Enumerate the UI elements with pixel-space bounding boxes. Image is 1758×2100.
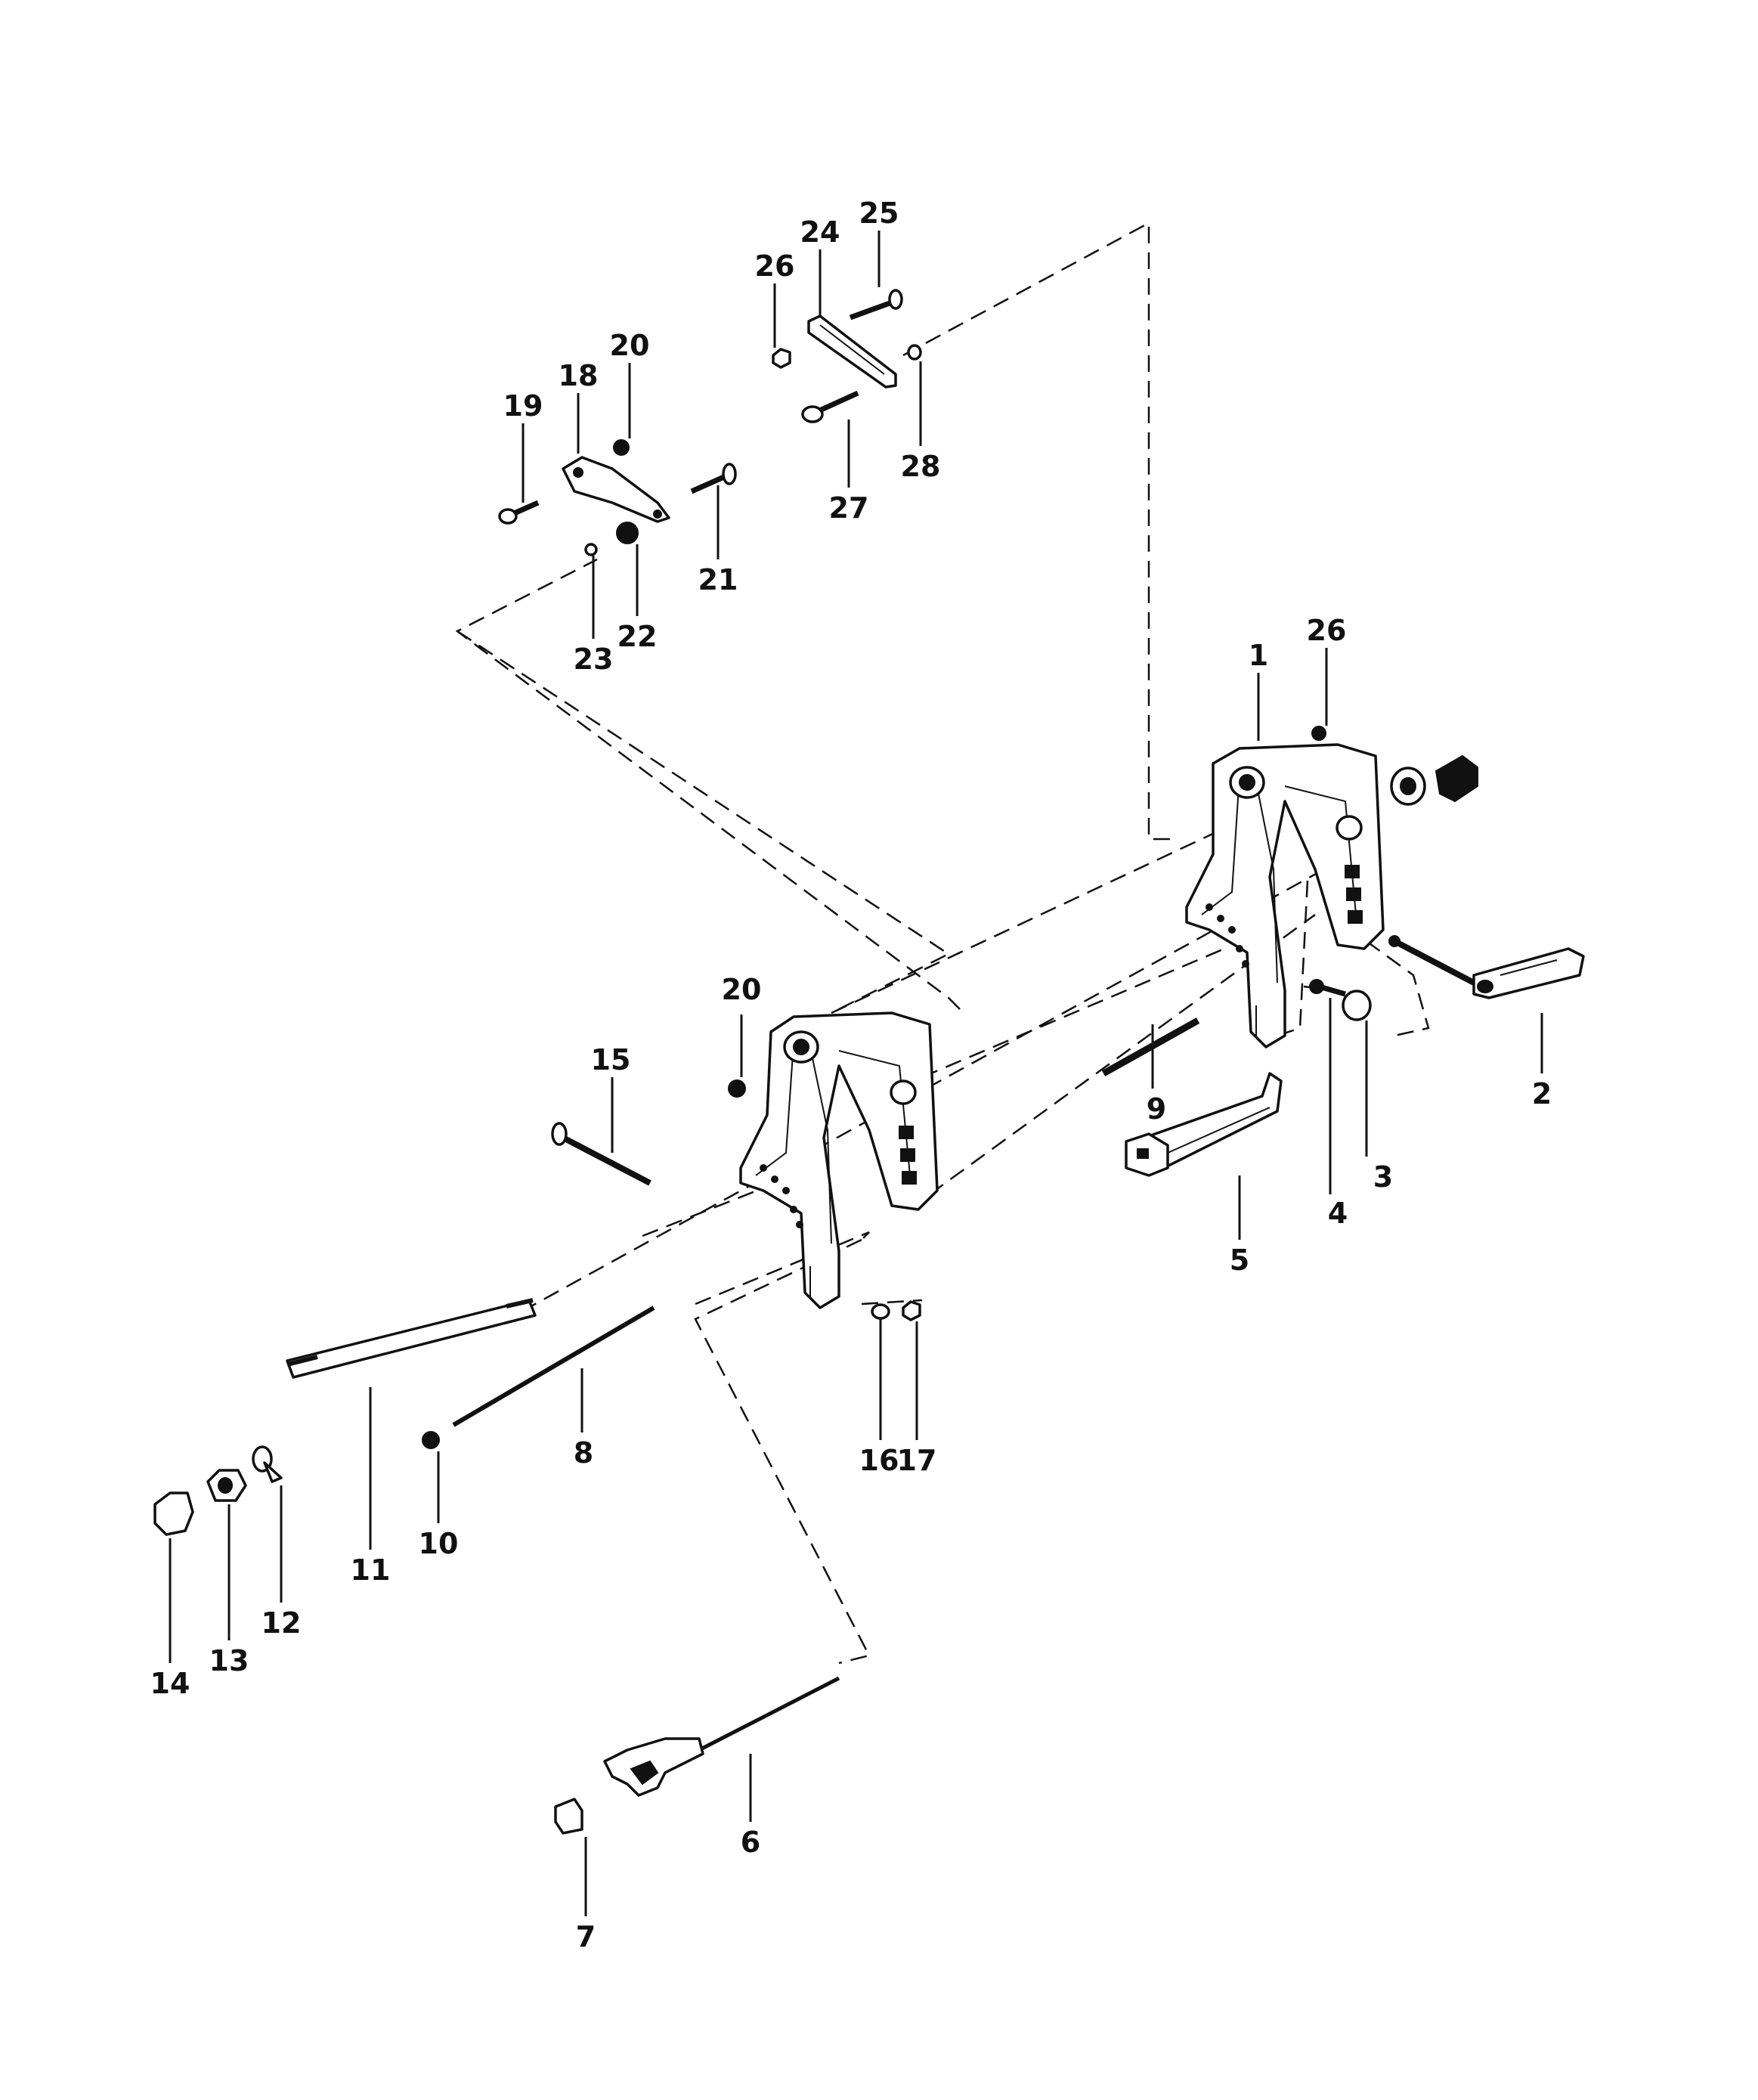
callout-18: 18 (559, 359, 599, 392)
nut-part-13 (206, 1469, 247, 1502)
callout-4: 4 (1328, 1197, 1348, 1230)
callout-21: 21 (698, 563, 738, 596)
callout-16: 16 (859, 1444, 899, 1477)
washer-part-12 (252, 1445, 283, 1483)
nut-part-17 (902, 1300, 921, 1321)
clamp-bracket-left (739, 1011, 939, 1309)
bolt-part-27 (801, 390, 859, 423)
upper-right-nut-and-knob (1390, 754, 1478, 806)
bolt-part-15 (551, 1122, 652, 1186)
bolt-part-19 (498, 500, 540, 525)
callout-9: 9 (1147, 1092, 1166, 1126)
screw-part-4 (1309, 979, 1346, 997)
callout-28: 28 (901, 450, 941, 483)
callout-8: 8 (574, 1436, 593, 1470)
callout-11: 11 (351, 1553, 391, 1587)
washer-part-16 (871, 1303, 890, 1320)
callout-26-upper: 26 (755, 249, 795, 283)
nut-part-26-upper (772, 348, 791, 369)
callout-2: 2 (1532, 1077, 1552, 1110)
washer-part-3 (1342, 990, 1372, 1021)
spacer-part-22 (616, 522, 639, 544)
callout-26-right: 26 (1307, 614, 1347, 647)
washer-part-23 (584, 543, 598, 556)
bolt-part-25 (849, 289, 903, 321)
nut-part-20-left (728, 1079, 746, 1098)
callout-27: 27 (829, 491, 869, 525)
nut-part-10 (422, 1431, 440, 1449)
callout-7: 7 (576, 1920, 596, 1953)
callout-13: 13 (209, 1644, 249, 1677)
leader-lines (169, 231, 1543, 1916)
assembly-dashed-lines (455, 221, 1430, 1665)
callout-12: 12 (262, 1606, 302, 1640)
tilt-lever-part-6 (603, 1676, 840, 1797)
pin-part-9 (1101, 1017, 1200, 1076)
tube-part-11 (286, 1298, 537, 1379)
callout-10: 10 (419, 1527, 459, 1560)
clip-part-7 (554, 1798, 583, 1835)
clamp-bracket-right (1185, 743, 1385, 1048)
callout-22: 22 (617, 620, 658, 653)
washer-part-28 (907, 344, 922, 361)
nut-part-26-right (1311, 726, 1326, 741)
callout-24: 24 (800, 215, 840, 249)
nut-part-20-upper (613, 439, 630, 456)
link-plate-part-24 (807, 314, 897, 389)
callout-25: 25 (859, 197, 899, 230)
bracket-part-5 (1125, 1072, 1283, 1177)
callout-3: 3 (1373, 1160, 1393, 1194)
callout-numbers: 1 2 3 4 5 6 7 8 9 10 11 12 13 14 15 16 1… (150, 197, 1552, 1953)
bolt-part-21 (690, 463, 737, 494)
callout-20-upper: 20 (610, 329, 650, 362)
callout-14: 14 (150, 1667, 190, 1700)
link-plate-part-18 (562, 456, 670, 523)
callout-15: 15 (591, 1043, 631, 1076)
callout-5: 5 (1230, 1244, 1249, 1277)
callout-23: 23 (574, 643, 614, 676)
callout-6: 6 (741, 1826, 760, 1859)
callout-19: 19 (503, 389, 543, 423)
callout-1: 1 (1249, 639, 1268, 672)
callout-20-left: 20 (722, 973, 762, 1006)
callout-17: 17 (897, 1444, 937, 1477)
knob-part-14 (153, 1491, 194, 1536)
clamp-screw-handle (1388, 935, 1585, 999)
rod-part-8 (452, 1306, 655, 1427)
